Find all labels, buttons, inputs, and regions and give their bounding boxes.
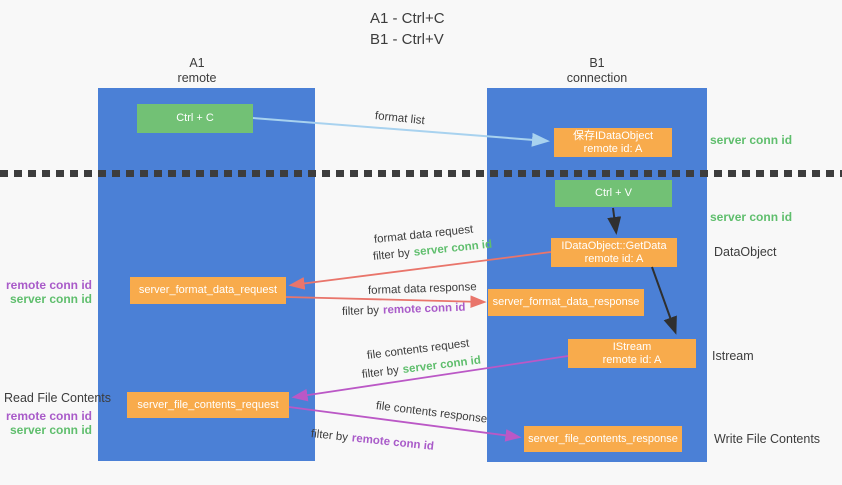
file-contents-response-label: file contents response xyxy=(375,400,488,426)
filter-by-text-2: filter by xyxy=(341,304,380,318)
istream-line2: remote id: A xyxy=(602,353,662,366)
left-remote-conn-id-bottom: remote conn id xyxy=(5,409,92,423)
right-server-conn-id-mid: server conn id xyxy=(710,210,793,224)
server-conn-id-text-3: server conn id xyxy=(402,354,482,376)
format-data-response-label: format data response xyxy=(367,281,477,297)
diagram-title: A1 - Ctrl+C B1 - Ctrl+V xyxy=(370,8,445,50)
dataobject-label: DataObject xyxy=(714,245,777,259)
left-remote-conn-id-top: remote conn id xyxy=(5,278,92,292)
server-format-data-response-label: server_format_data_response xyxy=(492,296,640,308)
server-file-contents-request-label: server_file_contents_request xyxy=(137,398,279,411)
ctrl-v-label: Ctrl + V xyxy=(595,187,632,199)
istream-side-label: Istream xyxy=(712,349,754,363)
istream-line1: IStream xyxy=(612,340,652,353)
filter-by-text-3: filter by xyxy=(361,364,400,381)
remote-conn-id-text-2: remote conn id xyxy=(382,301,466,317)
save-idataobject-box: 保存IDataObject remote id: A xyxy=(554,128,672,157)
ctrl-c-label: Ctrl + C xyxy=(176,112,214,124)
save-idataobject-line1: 保存IDataObject xyxy=(572,129,654,142)
server-file-contents-request-box: server_file_contents_request xyxy=(127,392,289,418)
idataobject-getdata-line1: IDataObject::GetData xyxy=(561,239,667,252)
filter-by-text-1: filter by xyxy=(372,247,411,263)
idataobject-getdata-box: IDataObject::GetData remote id: A xyxy=(551,238,677,267)
left-server-conn-id-bottom: server conn id xyxy=(9,423,92,437)
left-conn-id-group-bottom: remote conn id server conn id xyxy=(0,409,92,437)
ctrl-v-box: Ctrl + V xyxy=(555,180,672,207)
left-server-conn-id-top: server conn id xyxy=(9,292,92,306)
column-a1-subtitle: remote xyxy=(177,71,217,85)
title-line-b1: B1 - Ctrl+V xyxy=(370,31,444,48)
server-conn-id-text-1: server conn id xyxy=(413,238,493,259)
column-b1-subtitle: connection xyxy=(566,71,628,85)
server-format-data-response-box: server_format_data_response xyxy=(488,289,644,316)
write-file-contents-label: Write File Contents xyxy=(714,432,821,446)
idataobject-getdata-line2: remote id: A xyxy=(584,252,644,265)
filter-by-text-4: filter by xyxy=(310,428,349,444)
title-line-a1: A1 - Ctrl+C xyxy=(370,10,445,27)
read-file-contents-label: Read File Contents xyxy=(4,391,112,405)
save-idataobject-line2: remote id: A xyxy=(583,142,643,155)
server-format-data-request-box: server_format_data_request xyxy=(130,277,286,304)
remote-conn-id-text-4: remote conn id xyxy=(351,432,435,453)
column-header-a1: A1 remote xyxy=(147,56,247,86)
column-b1-name: B1 xyxy=(589,56,605,70)
dotted-divider xyxy=(0,170,842,177)
istream-box: IStream remote id: A xyxy=(568,339,696,368)
column-header-b1: B1 connection xyxy=(547,56,647,86)
server-format-data-request-label: server_format_data_request xyxy=(138,284,278,296)
right-server-conn-id-top: server conn id xyxy=(710,133,793,147)
format-list-label: format list xyxy=(374,110,426,128)
left-conn-id-group-top: remote conn id server conn id xyxy=(0,278,92,306)
ctrl-c-box: Ctrl + C xyxy=(137,104,253,133)
server-file-contents-response-label: server_file_contents_response xyxy=(528,432,678,445)
column-a1-name: A1 xyxy=(189,56,205,70)
server-file-contents-response-box: server_file_contents_response xyxy=(524,426,682,452)
